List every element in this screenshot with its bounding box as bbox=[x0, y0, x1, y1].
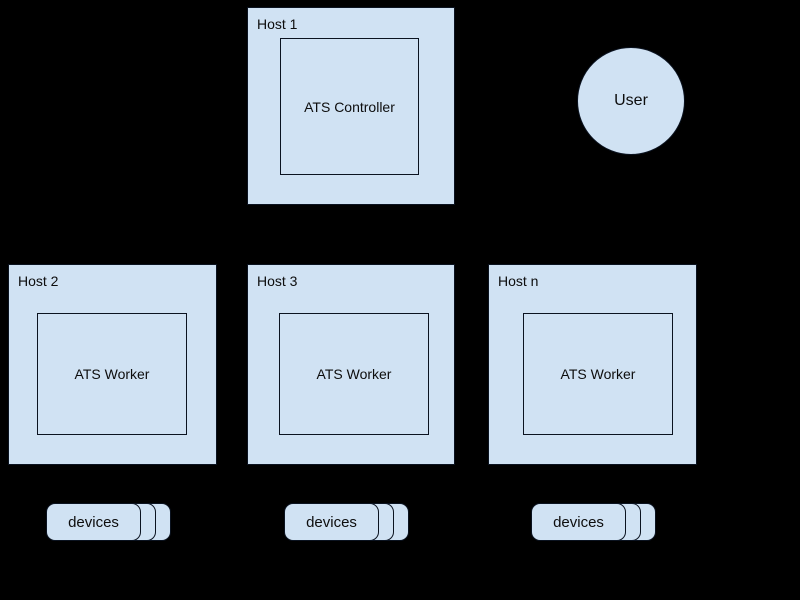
process-label-ats-worker-host-3: ATS Worker bbox=[316, 366, 392, 382]
host-box-host-2[interactable]: Host 2 ATS Worker bbox=[8, 264, 217, 465]
device-stack-host-3[interactable]: devices bbox=[284, 503, 409, 543]
user-label: User bbox=[614, 92, 648, 109]
process-box-ats-worker-host-n[interactable]: ATS Worker bbox=[523, 313, 673, 435]
device-stack-label-host-n: devices bbox=[553, 513, 604, 531]
device-stack-layer-front[interactable]: devices bbox=[531, 503, 626, 541]
device-stack-layer-front[interactable]: devices bbox=[284, 503, 379, 541]
process-label-ats-worker-host-n: ATS Worker bbox=[560, 366, 636, 382]
host-label-host-1: Host 1 bbox=[257, 16, 298, 32]
device-stack-label-host-2: devices bbox=[68, 513, 119, 531]
host-box-host-1[interactable]: Host 1 ATS Controller bbox=[247, 7, 455, 205]
host-box-host-3[interactable]: Host 3 ATS Worker bbox=[247, 264, 455, 465]
process-label-ats-controller: ATS Controller bbox=[304, 98, 395, 115]
host-label-host-n: Host n bbox=[498, 273, 539, 289]
device-stack-label-host-3: devices bbox=[306, 513, 357, 531]
user-node[interactable]: User bbox=[577, 47, 685, 155]
process-box-ats-controller[interactable]: ATS Controller bbox=[280, 38, 419, 175]
device-stack-host-n[interactable]: devices bbox=[531, 503, 656, 543]
host-label-host-3: Host 3 bbox=[257, 273, 298, 289]
device-stack-layer-front[interactable]: devices bbox=[46, 503, 141, 541]
host-box-host-n[interactable]: Host n ATS Worker bbox=[488, 264, 697, 465]
device-stack-host-2[interactable]: devices bbox=[46, 503, 171, 543]
process-box-ats-worker-host-3[interactable]: ATS Worker bbox=[279, 313, 429, 435]
process-box-ats-worker-host-2[interactable]: ATS Worker bbox=[37, 313, 187, 435]
host-label-host-2: Host 2 bbox=[18, 273, 59, 289]
process-label-ats-worker-host-2: ATS Worker bbox=[74, 366, 150, 382]
